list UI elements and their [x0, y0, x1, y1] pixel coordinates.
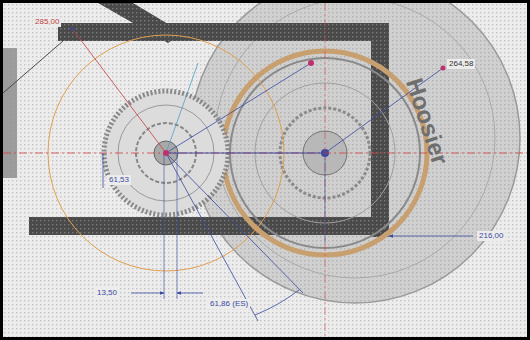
dimension-value: 13,50	[95, 288, 119, 298]
drivetrain-sketch	[3, 3, 527, 337]
dimension-value: 285,00	[33, 17, 61, 27]
angle-dimension: 61,86 (ES)	[208, 299, 250, 309]
dimension-value: 216,00	[477, 231, 505, 241]
dimension-value: 264,58	[447, 59, 475, 69]
dimension-value: 61,53	[107, 175, 131, 185]
